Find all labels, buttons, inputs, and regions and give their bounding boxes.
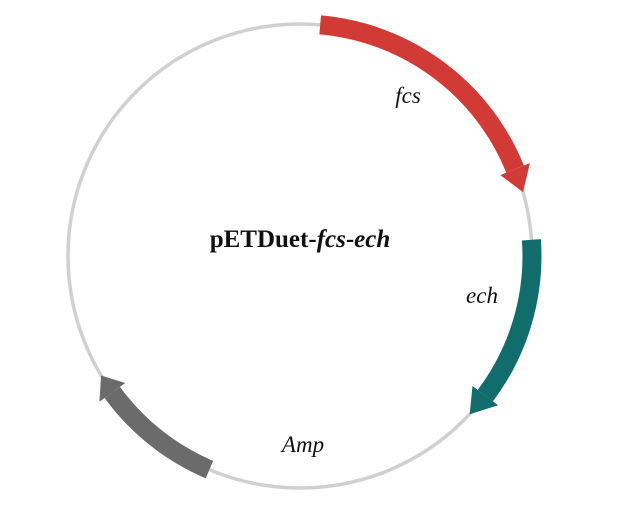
plasmid-title-separator: - (346, 226, 354, 253)
plasmid-title-prefix: pETDuet- (210, 226, 317, 253)
feature-fcs: fcs (319, 15, 530, 193)
feature-ech: ech (466, 239, 542, 415)
ech-gene-arc (477, 239, 542, 402)
plasmid-title-gene1: fcs (317, 226, 346, 253)
plasmid-title-gene2: ech (354, 226, 390, 253)
ech-gene-arrowhead (469, 386, 499, 415)
plasmid-title: pETDuet-fcs-ech (210, 226, 391, 253)
ech-gene-label: ech (466, 283, 498, 308)
fcs-gene-arc (319, 15, 524, 173)
amp-gene-arrowhead (99, 375, 126, 402)
feature-amp: Amp (99, 375, 324, 479)
amp-gene-label: Amp (280, 432, 324, 457)
amp-gene-arc (104, 386, 214, 479)
fcs-gene-arrowhead (500, 163, 530, 193)
fcs-gene-label: fcs (395, 83, 421, 108)
